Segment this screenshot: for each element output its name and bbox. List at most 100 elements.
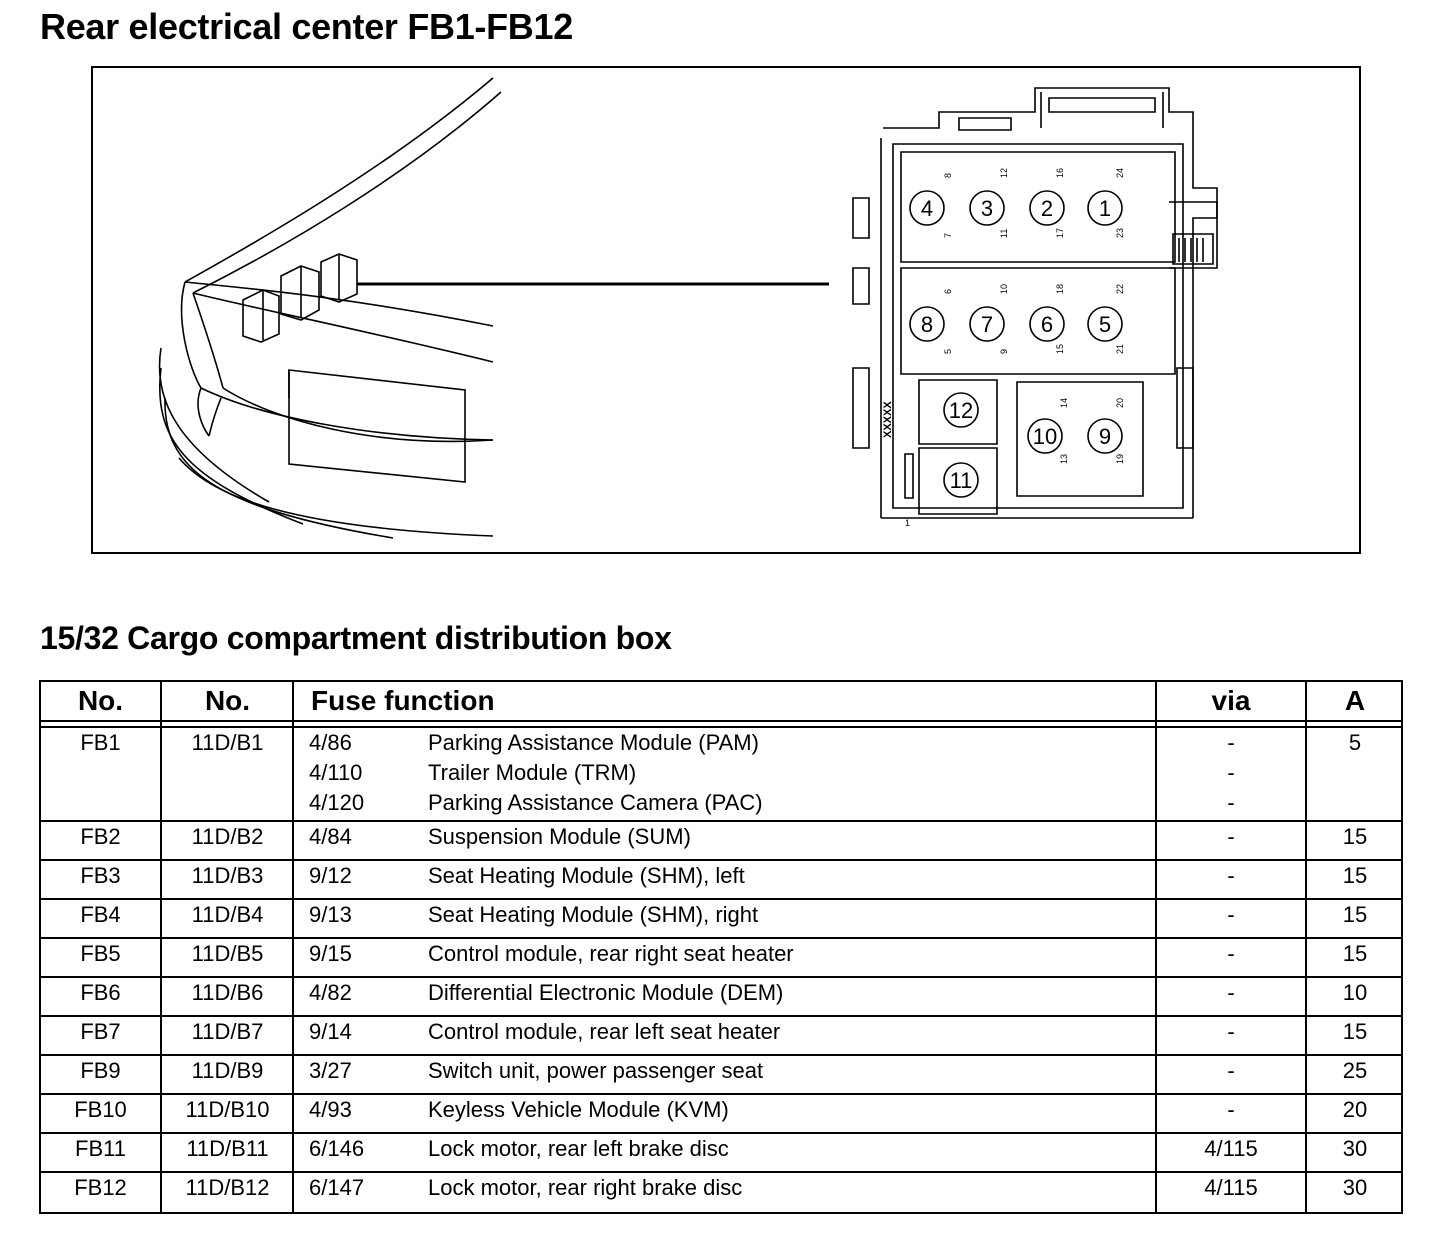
fuse-location-cell: 11D/B10 [185,1097,270,1122]
fuse-number-cell: FB1 [80,730,121,755]
function-cell: Control module, rear left seat heater [428,1017,780,1047]
header-amp: A [1344,685,1366,716]
fuse-number-cell: FB2 [80,824,121,849]
fuse-location-cell: 11D/B1 [191,730,264,755]
fuse-number-label: 4 [921,196,933,221]
via-cell: - [1157,1095,1305,1125]
pin-number-label: 16 [1055,168,1065,178]
via-line: - [1227,1097,1235,1122]
via-line: - [1227,902,1235,927]
via-cell: - [1157,1017,1305,1047]
fuse-number-cell: FB7 [80,1019,121,1044]
function-line: Control module, rear left seat heater [428,1019,781,1044]
row-divider [41,1132,1401,1134]
via-line: - [1227,730,1235,755]
fuse-number-cell: FB10 [74,1097,127,1122]
amperage-cell: 15 [1342,824,1368,849]
row-divider [41,976,1401,978]
pin-number-label: 23 [1115,228,1125,238]
pin-number-label: 15 [1055,344,1065,354]
pin-number-label: 6 [943,289,953,294]
fuse-location-cell: 11D/B9 [191,1058,264,1083]
pin-number-label: 20 [1115,398,1125,408]
fuse-location-cell: 11D/B4 [191,902,264,927]
fuse-circle [943,462,979,498]
corner-mark: 1 [905,518,910,528]
function-cell: Keyless Vehicle Module (KVM) [428,1095,729,1125]
fuse-circle [1087,190,1123,226]
pin-number-label: 19 [1115,454,1125,464]
fuse-circle [969,190,1005,226]
code-cell: 6/147 [309,1173,364,1203]
column-divider [160,682,162,1212]
header-divider [41,726,1401,728]
via-cell: 4/115 [1157,1134,1305,1164]
via-line: - [1227,1058,1235,1083]
fuse-number-cell: FB9 [80,1058,121,1083]
via-cell: - [1157,978,1305,1008]
code-cell: 9/13 [309,900,352,930]
code-cell: 9/12 [309,861,352,891]
fuse-number-label: 8 [921,312,933,337]
pin-number-label: 8 [943,173,953,178]
code-line: 4/93 [309,1097,352,1122]
fuse-number-label: 11 [950,468,973,493]
pin-number-label: 5 [943,349,953,354]
fuse-position-10: 10 [1027,418,1063,454]
header-divider [41,720,1401,722]
fuse-location-cell: 11D/B2 [191,824,264,849]
header-via: via [1211,685,1251,716]
fuse-location-cell: 11D/B7 [191,1019,264,1044]
pin-number-label: 24 [1115,168,1125,178]
code-cell: 9/15 [309,939,352,969]
row-divider [41,820,1401,822]
amperage-cell: 15 [1342,863,1368,888]
pin-number-label: 11 [999,229,1009,238]
code-line: 6/147 [309,1175,365,1200]
function-cell: Seat Heating Module (SHM), right [428,900,758,930]
pin-number-label: 13 [1059,454,1069,464]
function-cell: Lock motor, rear right brake disc [428,1173,742,1203]
fuse-number-label: 9 [1099,424,1111,449]
pin-number-label: 17 [1055,228,1065,238]
via-line: 4/115 [1204,1175,1258,1200]
code-line: 9/12 [309,863,352,888]
function-cell: Suspension Module (SUM) [428,822,691,852]
fuse-circle [1029,306,1065,342]
fuse-number-label: 1 [1099,196,1111,221]
via-cell: - [1157,939,1305,969]
column-divider [292,682,294,1212]
code-cell: 6/146 [309,1134,364,1164]
code-cell: 9/14 [309,1017,352,1047]
side-code-label: XXXXX [882,401,894,438]
fuse-number-cell: FB4 [80,902,121,927]
fuse-location-cell: 11D/B6 [191,980,264,1005]
code-line: 4/86 [309,730,352,755]
via-cell: - [1157,1056,1305,1086]
code-line: 4/120 [309,790,365,815]
function-cell: Lock motor, rear left brake disc [428,1134,729,1164]
page-title: Rear electrical center FB1-FB12 [40,6,573,47]
fuse-location-cell: 11D/B11 [186,1136,269,1161]
row-divider [41,898,1401,900]
via-cell: - [1157,861,1305,891]
function-line: Keyless Vehicle Module (KVM) [428,1097,729,1122]
row-divider [41,1015,1401,1017]
fuse-number-label: 10 [1033,424,1057,449]
row-divider [41,937,1401,939]
fuse-position-9: 9 [1087,418,1123,454]
row-divider [41,1093,1401,1095]
code-line: 4/84 [309,824,352,849]
function-line: Switch unit, power passenger seat [428,1058,764,1083]
code-line: 3/27 [309,1058,352,1083]
row-divider [41,1054,1401,1056]
fuse-position-7: 7 [969,306,1005,342]
fuse-number-cell: FB6 [80,980,121,1005]
pin-number-label: 12 [999,168,1009,178]
